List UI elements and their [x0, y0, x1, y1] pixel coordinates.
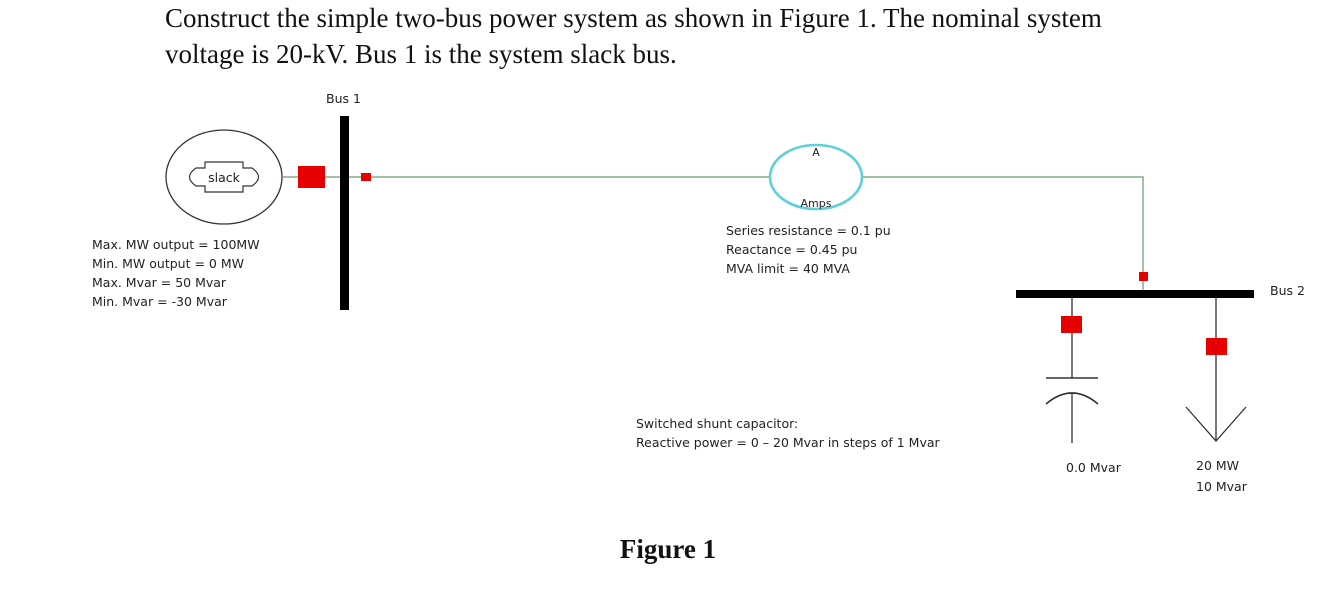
capacitor-breaker	[1061, 316, 1082, 333]
problem-line-2: voltage is 20-kV. Bus 1 is the system sl…	[165, 39, 677, 69]
load-mw: 20 MW	[1196, 458, 1239, 473]
bus1-label: Bus 1	[326, 91, 361, 106]
bus2-label: Bus 2	[1270, 283, 1305, 298]
shunt-capacitor	[1045, 298, 1099, 443]
ammeter: A Amps	[768, 143, 864, 211]
bus2-bar	[1016, 290, 1254, 298]
problem-statement: Construct the simple two-bus power syste…	[165, 0, 1285, 72]
ammeter-letter: A	[812, 146, 820, 159]
ammeter-unit: Amps	[801, 197, 832, 210]
slack-label: slack	[208, 170, 241, 185]
capacitor-desc-2: Reactive power = 0 – 20 Mvar in steps of…	[636, 435, 941, 450]
line-breaker-bus1	[361, 173, 371, 181]
transmission-line	[349, 176, 1144, 293]
load-breaker	[1206, 338, 1227, 355]
load-mvar: 10 Mvar	[1196, 479, 1248, 494]
gen-spec-1: Max. MW output = 100MW	[92, 237, 260, 252]
problem-line-1: Construct the simple two-bus power syste…	[165, 3, 1102, 33]
load	[1185, 298, 1247, 442]
slack-generator: slack	[165, 129, 283, 225]
bus1-bar	[340, 116, 349, 310]
gen-spec-2: Min. MW output = 0 MW	[92, 256, 244, 271]
gen-spec-3: Max. Mvar = 50 Mvar	[92, 275, 227, 290]
line-breaker-bus2	[1139, 272, 1148, 281]
capacitor-desc-1: Switched shunt capacitor:	[636, 416, 798, 431]
ammeter-circle	[768, 143, 864, 211]
generator-breaker	[298, 166, 325, 188]
line-spec-3: MVA limit = 40 MVA	[726, 261, 850, 276]
load-arrow-icon	[1185, 406, 1247, 442]
slack-symbol	[188, 161, 260, 193]
gen-spec-4: Min. Mvar = -30 Mvar	[92, 294, 228, 309]
line-spec-2: Reactance = 0.45 pu	[726, 242, 857, 257]
capacitor-value: 0.0 Mvar	[1066, 460, 1122, 475]
line-spec-1: Series resistance = 0.1 pu	[726, 223, 891, 238]
figure-caption: Figure 1	[619, 534, 717, 564]
